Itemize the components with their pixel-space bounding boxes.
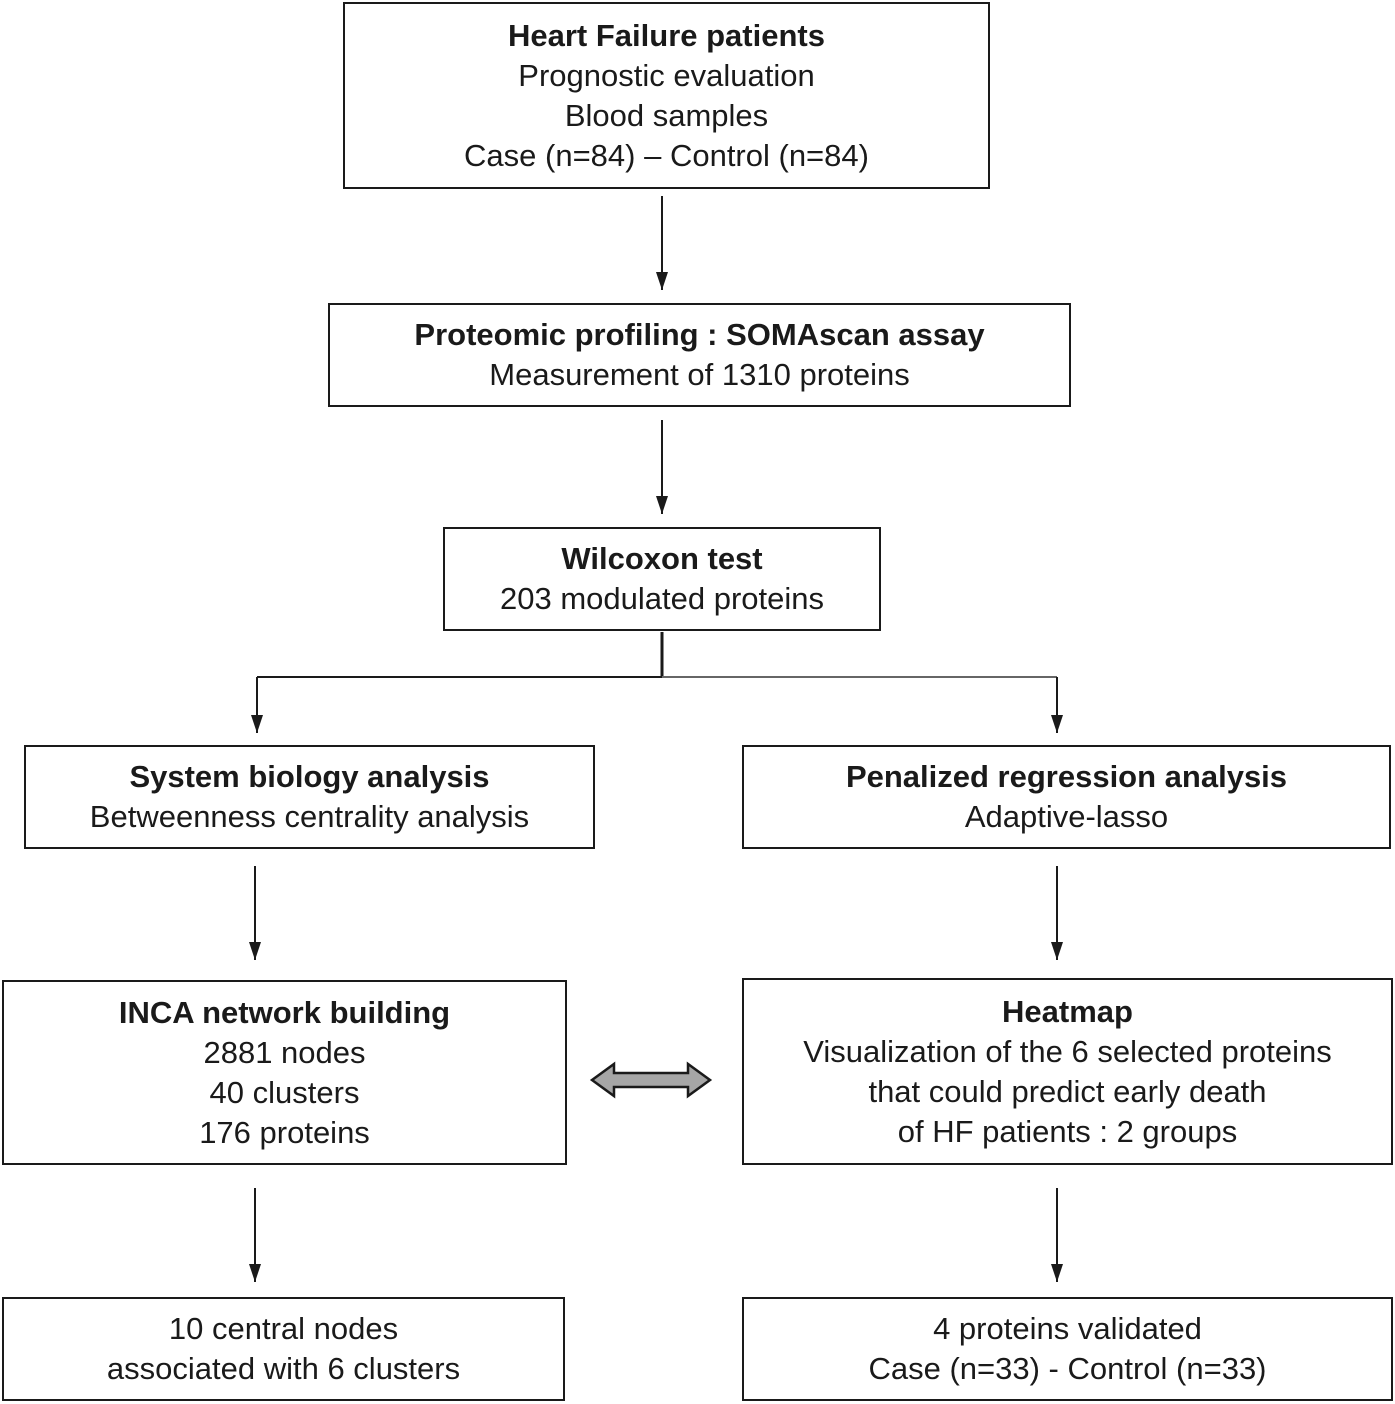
box-title: Heart Failure patients: [508, 17, 825, 53]
box-title: Proteomic profiling : SOMAscan assay: [414, 317, 985, 352]
box-line: Blood samples: [564, 97, 769, 133]
box-proteomic-profiling: Proteomic profiling : SOMAscan assay Mea…: [328, 303, 1071, 407]
box-central-nodes: 10 central nodes associated with 6 clust…: [2, 1297, 565, 1401]
box-proteins-validated: 4 proteins validated Case (n=33) - Contr…: [742, 1297, 1393, 1401]
box-line: of HF patients : 2 groups: [897, 1113, 1238, 1149]
box-heart-failure-patients: Heart Failure patients Prognostic evalua…: [343, 2, 990, 189]
box-title: System biology analysis: [129, 759, 490, 794]
box-system-biology-analysis: System biology analysis Betweenness cent…: [24, 745, 595, 849]
box-wilcoxon-test: Wilcoxon test 203 modulated proteins: [443, 527, 881, 631]
box-penalized-regression-analysis: Penalized regression analysis Adaptive-l…: [742, 745, 1391, 849]
box-line: Prognostic evaluation: [518, 57, 815, 93]
box-line: Case (n=33) - Control (n=33): [868, 1351, 1267, 1386]
box-line: that could predict early death: [868, 1073, 1267, 1109]
box-line: 4 proteins validated: [933, 1311, 1202, 1346]
box-line: Case (n=84) – Control (n=84): [464, 137, 869, 173]
box-line: Visualization of the 6 selected proteins: [803, 1033, 1332, 1069]
box-heatmap: Heatmap Visualization of the 6 selected …: [742, 978, 1393, 1165]
double-arrow: [589, 1061, 713, 1099]
box-line: 176 proteins: [199, 1114, 370, 1150]
box-line: Betweenness centrality analysis: [89, 799, 530, 834]
box-line: 203 modulated proteins: [499, 581, 824, 616]
box-line: 40 clusters: [209, 1074, 360, 1110]
box-line: Measurement of 1310 proteins: [489, 357, 910, 392]
box-title: Wilcoxon test: [561, 541, 763, 576]
box-line: Adaptive-lasso: [964, 799, 1169, 834]
box-line: associated with 6 clusters: [106, 1351, 461, 1386]
box-line: 2881 nodes: [203, 1034, 366, 1070]
box-title: Heatmap: [1002, 993, 1133, 1029]
box-title: Penalized regression analysis: [845, 759, 1288, 794]
box-inca-network-building: INCA network building 2881 nodes 40 clus…: [2, 980, 567, 1165]
box-line: 10 central nodes: [168, 1311, 399, 1346]
box-title: INCA network building: [118, 994, 451, 1030]
